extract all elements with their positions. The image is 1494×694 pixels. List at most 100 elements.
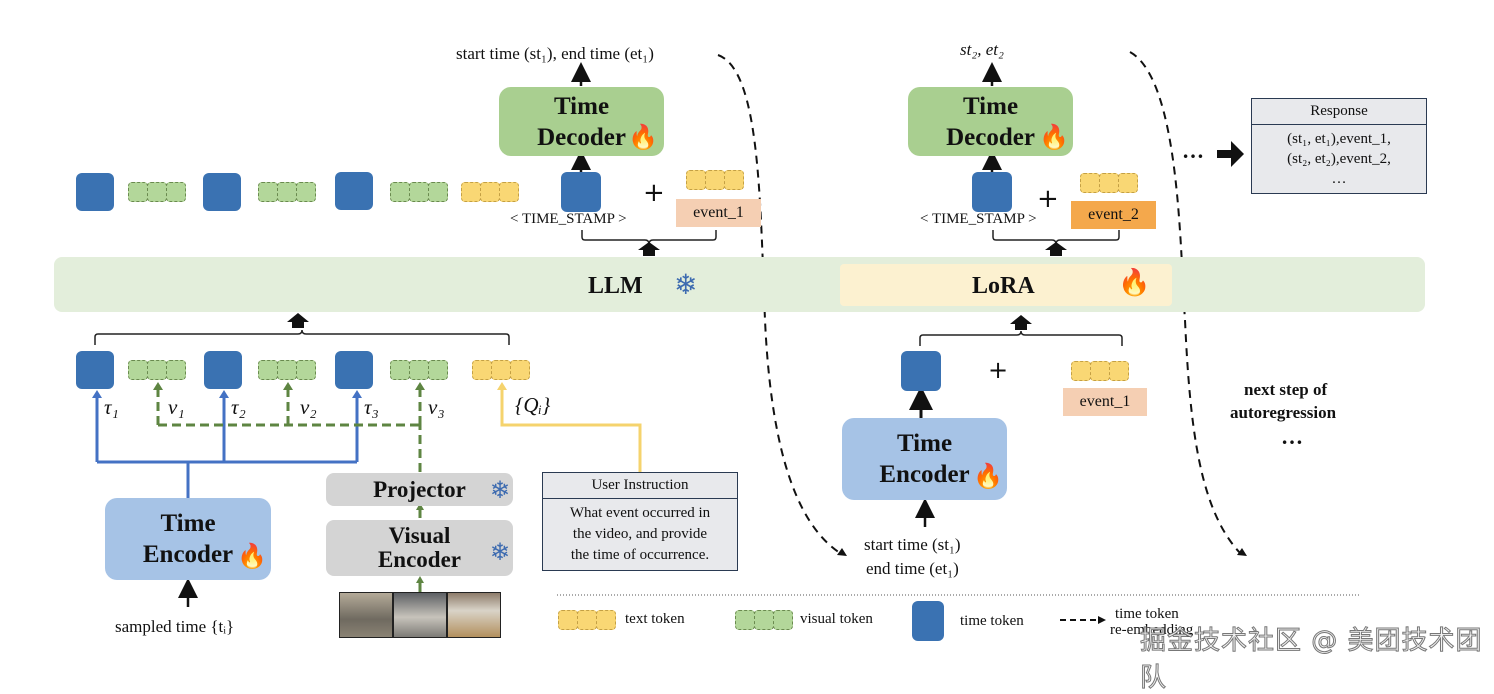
llm-bar [54, 257, 1425, 312]
time-token-reembedded [901, 351, 941, 391]
legend-visual-token: visual token [800, 611, 873, 627]
legend-text-token-swatch [558, 610, 616, 630]
legend-reembed-line2: re-embedding [1110, 622, 1194, 638]
brace-input-sequence [94, 329, 510, 345]
video-frame-2 [393, 592, 447, 638]
reembed-input-end: end time (et₁) [866, 559, 959, 578]
brace-right-encoder [919, 330, 1123, 346]
plus-sign: + [988, 356, 1009, 384]
snowflake-icon: ❄ [674, 268, 698, 301]
visual-token [258, 182, 316, 202]
snowflake-icon: ❄ [489, 476, 510, 504]
time-encoder-left: Time Encoder 🔥 [105, 498, 271, 580]
time-encoder-right: Time Encoder 🔥 [842, 418, 1007, 500]
sampled-time-label: sampled time {tᵢ} [115, 617, 235, 636]
v-1-label: v₁ [168, 395, 185, 419]
v-2-label: v₂ [300, 395, 317, 419]
fire-icon: 🔥 [628, 125, 658, 151]
tau-1-label: τ₁ [104, 395, 119, 419]
event-2-tag: event_2 [1071, 201, 1156, 229]
fire-icon: 🔥 [1039, 125, 1069, 151]
time-token [76, 173, 114, 211]
decoder-1-line2: Decoder [537, 123, 626, 151]
time-token [203, 173, 241, 211]
reembed-input-start: start time (st₁) [864, 535, 961, 554]
next-step-line2: autoregression [1230, 403, 1337, 422]
arrow-llm-to-brace-2 [1045, 242, 1067, 256]
arrow-brace-to-lora [1010, 315, 1032, 330]
llm-label: LLM [588, 273, 643, 299]
event-1-tag-right: event_1 [1063, 388, 1147, 416]
next-step-ellipsis: … [1281, 424, 1303, 449]
encoder-right-line1: Time [896, 430, 953, 457]
text-token [472, 360, 530, 380]
user-instruction-box: User Instruction What event occurred in … [542, 472, 738, 571]
video-frame-1 [339, 592, 393, 638]
output-label-2: st₂, et₂ [960, 40, 1004, 59]
fire-icon: 🔥 [237, 544, 267, 570]
arrow-llm-to-brace-1 [638, 242, 660, 256]
arrow-to-response [1217, 141, 1244, 167]
visual-token [258, 360, 316, 380]
arrow-brace-to-llm [287, 313, 309, 328]
text-token [461, 182, 519, 202]
time-token [204, 351, 242, 389]
legend-text-token: text token [625, 611, 685, 627]
legend-reembed-line1: time token [1115, 606, 1179, 622]
brace-top-right [992, 230, 1120, 245]
instruction-line: the video, and provide [572, 526, 708, 542]
plus-sign: + [643, 178, 665, 208]
legend-time-token-swatch [912, 601, 944, 641]
visual-token [390, 360, 448, 380]
decoder-2-line2: Decoder [946, 123, 1035, 151]
time-decoder-2: Time Decoder 🔥 [908, 87, 1073, 156]
text-token [686, 170, 744, 190]
tau-3-label: τ₃ [364, 395, 379, 419]
encoder-left-line2: Encoder [142, 541, 234, 568]
text-token [1071, 361, 1129, 381]
plus-sign: + [1037, 184, 1059, 214]
event-1-tag: event_1 [676, 199, 761, 227]
visual-token-links [156, 390, 422, 472]
visual-token [128, 182, 186, 202]
video-frame-3 [447, 592, 501, 638]
tau-2-label: τ₂ [231, 395, 246, 419]
response-header: Response [1252, 99, 1426, 125]
visual-encoder-line2: Encoder [377, 547, 462, 572]
watermark: 掘金技术社区 @ 美团技术团队 [1140, 626, 1483, 694]
timestamp-label-2: < TIME_STAMP > [920, 211, 1037, 227]
response-box: Response (st₁, et₁),event_1, (st₂, et₂),… [1251, 98, 1427, 194]
query-label: {Qᵢ} [515, 393, 551, 417]
legend-visual-token-swatch [735, 610, 793, 630]
visual-token [390, 182, 448, 202]
time-decoder-1: Time Decoder 🔥 [499, 87, 664, 156]
snowflake-icon: ❄ [489, 538, 510, 566]
response-ellipsis: … [1182, 138, 1204, 163]
time-encoder-links [95, 398, 359, 498]
time-token-output-2 [972, 172, 1012, 212]
instruction-line: the time of occurrence. [570, 547, 710, 563]
visual-encoder: Visual Encoder ❄ [326, 520, 513, 576]
decoder-2-line1: Time [962, 92, 1019, 120]
fire-icon: 🔥 [973, 464, 1003, 490]
lora-label: LoRA [972, 273, 1035, 299]
encoder-right-line2: Encoder [879, 461, 970, 488]
encoder-left-line1: Time [160, 510, 216, 537]
visual-encoder-line1: Visual [388, 523, 451, 548]
decoder-1-line1: Time [553, 92, 610, 120]
visual-token [128, 360, 186, 380]
time-token [335, 172, 373, 210]
lora-block [840, 264, 1172, 306]
response-line: (st₂, et₂),event_2, [1287, 151, 1391, 167]
text-token [1080, 173, 1138, 193]
response-line: … [1331, 171, 1347, 187]
legend-time-token: time token [960, 613, 1024, 629]
v-3-label: v₃ [428, 395, 445, 419]
projector-label: Projector [373, 477, 466, 502]
projector: Projector ❄ [326, 473, 513, 506]
user-instruction-header: User Instruction [543, 473, 737, 499]
response-line: (st₁, et₁),event_1, [1287, 131, 1391, 147]
time-token [335, 351, 373, 389]
timestamp-label-1: < TIME_STAMP > [510, 211, 627, 227]
fire-icon: 🔥 [1118, 268, 1151, 297]
